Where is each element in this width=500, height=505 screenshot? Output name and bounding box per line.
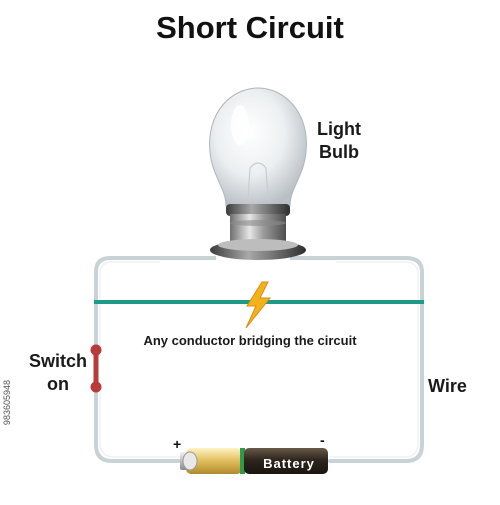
battery-band — [240, 448, 245, 474]
battery-gold-end — [186, 448, 242, 474]
switch-pivot-bottom — [90, 381, 102, 393]
light-bulb-label-line2: Bulb — [319, 142, 359, 162]
light-bulb-label-line1: Light — [317, 119, 361, 139]
light-bulb-label: Light Bulb — [304, 118, 374, 164]
page-title: Short Circuit — [156, 10, 344, 45]
switch-label: Switch on — [22, 350, 94, 396]
bulb-filament — [247, 162, 269, 201]
battery-body — [244, 448, 328, 474]
battery-label: Battery — [263, 456, 315, 471]
stock-id-watermark: 983605948 — [2, 380, 12, 426]
switch-label-line2: on — [47, 374, 69, 394]
bulb-socket-ridge — [230, 220, 286, 226]
wire-label: Wire — [428, 376, 467, 396]
negative-terminal-label: - — [320, 432, 325, 448]
light-bulb — [209, 87, 307, 260]
switch-pivot-top — [90, 344, 102, 356]
battery — [180, 448, 328, 474]
positive-terminal-label: + — [173, 436, 182, 452]
bulb-glass — [209, 87, 307, 207]
switch-label-line1: Switch — [28, 351, 87, 371]
bulb-base-top — [218, 239, 298, 251]
battery-terminal — [182, 451, 198, 471]
bridge-label: Any conductor bridging the circuit — [143, 333, 357, 348]
bulb-neck — [226, 204, 290, 216]
spark-icon — [245, 281, 272, 329]
bulb-highlight — [231, 105, 249, 145]
